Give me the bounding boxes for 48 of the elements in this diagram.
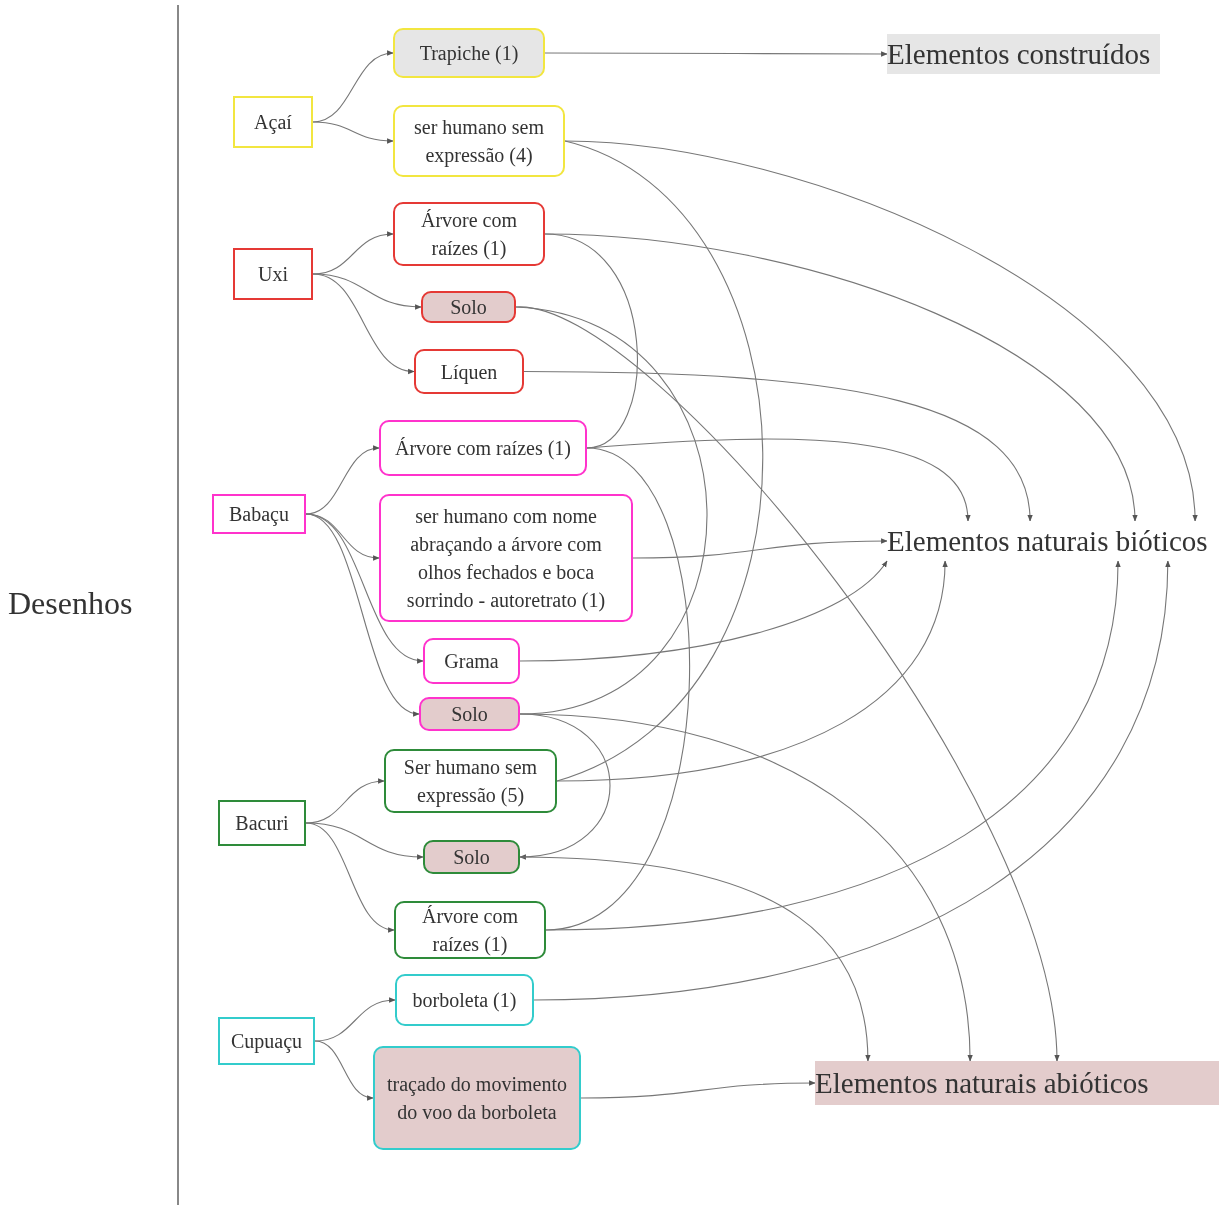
connector <box>556 560 948 782</box>
connector <box>632 538 888 559</box>
item-box: Árvore com raízes (1) <box>393 202 545 266</box>
connector <box>544 233 638 449</box>
item-box: Solo <box>423 840 520 874</box>
connector <box>523 370 1032 522</box>
connector <box>312 121 394 144</box>
item-box: Trapiche (1) <box>393 28 545 78</box>
connector <box>533 560 1171 1001</box>
connector <box>519 713 973 1062</box>
connector <box>305 822 424 860</box>
item-box: borboleta (1) <box>395 974 534 1026</box>
connector <box>305 513 420 715</box>
item-box: Árvore com raízes (1) <box>379 420 587 476</box>
connector <box>515 306 708 715</box>
side-heading: Desenhos <box>8 585 133 622</box>
connector <box>519 560 888 662</box>
category-label: Elementos naturais abióticos <box>815 1061 1219 1105</box>
connector <box>312 273 422 310</box>
item-box: Ser humano sem expressão (5) <box>384 749 557 813</box>
connector <box>312 231 394 275</box>
item-box: ser humano com nome abraçando a árvore com olhos fechados e boca sorrindo - autoretrato (1) <box>379 494 633 622</box>
group-box: Cupuaçu <box>218 1017 315 1065</box>
group-box: Uxi <box>233 248 313 300</box>
connector <box>564 140 1197 522</box>
item-box: Solo <box>419 697 520 731</box>
item-box: ser humano sem expressão (4) <box>393 105 565 177</box>
group-box: Açaí <box>233 96 313 148</box>
connector <box>305 778 385 824</box>
connector <box>314 997 396 1042</box>
connector <box>544 51 888 57</box>
item-box: Solo <box>421 291 516 323</box>
item-box: Líquen <box>414 349 524 394</box>
connector <box>314 1040 374 1100</box>
group-box: Babaçu <box>212 494 306 534</box>
item-box: Grama <box>423 638 520 684</box>
group-box: Bacuri <box>218 800 306 846</box>
connector <box>312 51 394 123</box>
connector <box>519 713 611 859</box>
connector <box>519 856 871 1062</box>
connector <box>580 1080 816 1099</box>
connector <box>545 560 1121 931</box>
connector <box>305 446 380 515</box>
item-box: Árvore com raízes (1) <box>394 901 546 959</box>
connector <box>305 822 395 932</box>
category-label: Elementos construídos <box>887 34 1160 74</box>
item-box: traçado do movimento do voo da borboleta <box>373 1046 581 1150</box>
connector <box>312 273 415 374</box>
